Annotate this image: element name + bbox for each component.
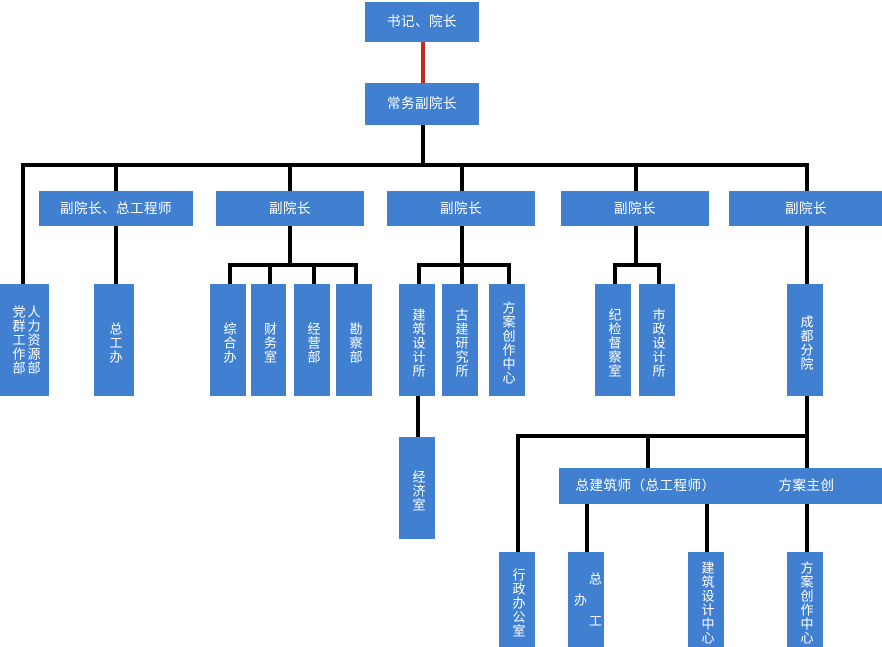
node-vp-2[interactable]: 副院长 [216,191,364,226]
connector-chengdu-bus [516,434,809,438]
node-scheme-lead[interactable]: 方案主创 [731,468,882,504]
node-arch-design-institute[interactable]: 建筑设计所 [399,284,435,396]
connector-vp4-drop-2 [657,263,661,285]
node-scheme-creation-center[interactable]: 方案创作中心 [489,284,525,396]
node-arch-design-center[interactable]: 建筑设计中心 [688,552,724,647]
connector-chengdu-drop-chief-architect [646,434,650,468]
connector-chengdu-down [805,393,809,438]
node-vp-5[interactable]: 副院长 [729,191,882,226]
node-party-and-hr[interactable]: 党群工作部 人力资源部 [0,284,49,396]
node-general-office[interactable]: 综合办 [210,284,246,396]
connector-chief-architect-drop-1 [585,504,589,552]
connector-vp4-down [634,225,638,265]
connector-chengdu-drop-admin [516,434,520,552]
node-hr-dept-label: 人力资源部 [25,305,41,375]
node-chengdu-branch[interactable]: 成都分院 [787,284,823,396]
node-economics-office[interactable]: 经济室 [399,437,435,539]
connector-vp2-bus [228,263,358,267]
connector-arch-to-economics [416,393,420,437]
connector-vp2-drop-1 [228,263,232,285]
connector-vp2-drop-4 [354,263,358,285]
node-vp-3[interactable]: 副院长 [387,191,535,226]
connector-vp3-drop-3 [507,263,511,285]
connector-vp3-down [460,225,464,265]
node-municipal-design-institute[interactable]: 市政设计所 [639,284,675,396]
node-branch-chief-engineer-office[interactable]: 总 工 办 [568,552,604,647]
node-admin-office[interactable]: 行政办公室 [499,552,535,647]
connector-scheme-lead-drop [805,504,809,552]
node-vp-4[interactable]: 副院长 [561,191,709,226]
connector-bus-drop-vp2 [288,163,292,191]
connector-vp3-drop-2 [460,263,464,285]
connector-vp4-drop-1 [613,263,617,285]
node-party-work-dept-label: 党群工作部 [10,305,26,375]
node-chief-architect[interactable]: 总建筑师（总工程师） [559,468,732,504]
connector-vp2-drop-3 [312,263,316,285]
connector-vp3-drop-1 [417,263,421,285]
connector-root-to-deputy [421,40,425,83]
connector-chief-architect-drop-2 [705,504,709,552]
connector-bus-drop-vp4 [634,163,638,191]
connector-main-bus [21,163,807,167]
connector-bus-drop-vp3 [460,163,464,191]
connector-vp5-down [805,225,809,285]
connector-vp4-bus [613,263,661,267]
node-branch-scheme-creation-center[interactable]: 方案创作中心 [787,552,823,647]
node-discipline-inspection-office[interactable]: 纪检督察室 [595,284,631,396]
connector-vp2-drop-2 [268,263,272,285]
connector-bus-drop-hr [21,163,25,285]
connector-vp2-down [288,225,292,265]
node-root[interactable]: 书记、院长 [365,2,479,42]
connector-bus-drop-vp1 [114,163,118,191]
connector-vp3-bus [417,263,511,267]
connector-vp1-down [114,225,118,285]
connector-bus-drop-vp5 [805,163,809,191]
connector-chengdu-drop-scheme-lead [805,434,809,468]
connector-deputy-down [421,124,425,167]
node-survey-dept[interactable]: 勘察部 [336,284,372,396]
node-deputy-exec[interactable]: 常务副院长 [365,83,479,125]
node-finance-office[interactable]: 财务室 [251,284,286,396]
node-vp-chief-engineer[interactable]: 副院长、总工程师 [39,191,193,226]
node-operations-dept[interactable]: 经营部 [294,284,330,396]
node-ancient-arch-institute[interactable]: 古建研究所 [442,284,478,396]
node-chief-engineer-office[interactable]: 总工办 [94,284,134,396]
